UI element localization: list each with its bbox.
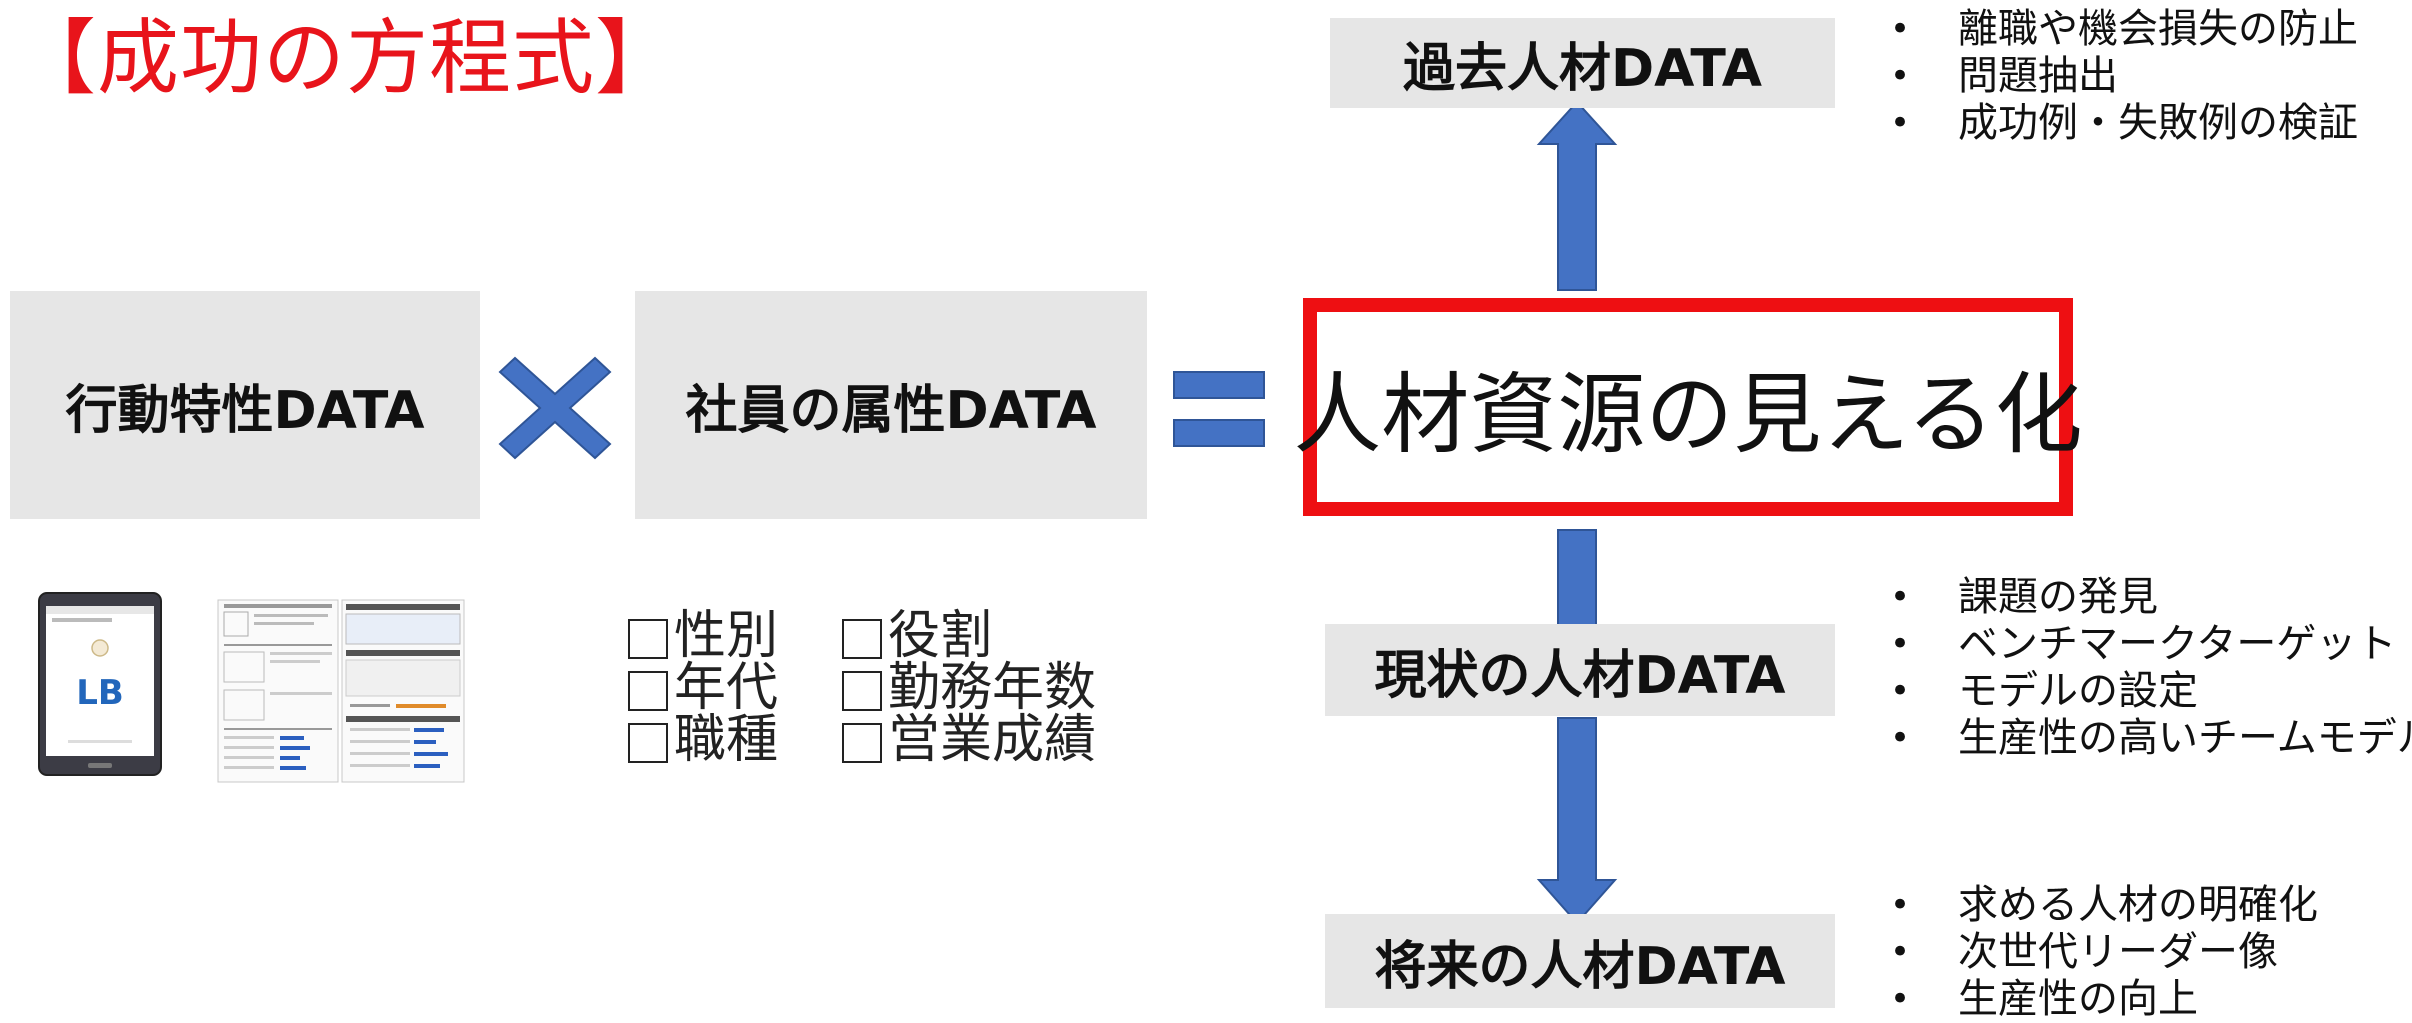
attribute-data-label: 社員の属性DATA bbox=[685, 380, 1097, 441]
future-data-label: 将来の人材DATA bbox=[1374, 936, 1786, 997]
checkbox-icon bbox=[628, 671, 668, 711]
list-item: 生産性の向上 bbox=[1890, 976, 2318, 1023]
result-label: 人材資源の見える化 bbox=[1293, 362, 2083, 466]
list-item: モデルの設定 bbox=[1890, 668, 2412, 715]
future-bullet-list: 求める人材の明確化 次世代リーダー像 生産性の向上 bbox=[1890, 882, 2318, 1023]
behavior-data-label: 行動特性DATA bbox=[65, 380, 425, 441]
checklist-item: 勤務年数 bbox=[842, 662, 1096, 714]
list-item: 求める人材の明確化 bbox=[1890, 882, 2318, 929]
page-title: 【成功の方程式】 bbox=[14, 11, 679, 106]
tablet-icon: LB bbox=[38, 592, 162, 776]
list-item: ベンチマークターゲット bbox=[1890, 621, 2412, 668]
present-bullet-list: 課題の発見 ベンチマークターゲット モデルの設定 生産性の高いチームモデル bbox=[1890, 574, 2412, 762]
list-item: 離職や機会損失の防止 bbox=[1890, 6, 2358, 53]
present-data-box: 現状の人材DATA bbox=[1325, 624, 1835, 716]
checkbox-icon bbox=[842, 723, 882, 763]
list-item: 生産性の高いチームモデル bbox=[1890, 715, 2412, 762]
present-data-label: 現状の人材DATA bbox=[1374, 645, 1786, 706]
checkbox-icon bbox=[628, 619, 668, 659]
attribute-checklist-col2: 役割 勤務年数 営業成績 bbox=[842, 610, 1096, 766]
future-data-box: 将来の人材DATA bbox=[1325, 914, 1835, 1008]
checklist-item: 性別 bbox=[628, 610, 778, 662]
report-thumbnail-icon bbox=[217, 599, 465, 783]
past-data-box: 過去人材DATA bbox=[1330, 18, 1835, 108]
up-arrow-icon bbox=[1536, 100, 1618, 291]
list-item: 課題の発見 bbox=[1890, 574, 2412, 621]
behavior-data-box: 行動特性DATA bbox=[10, 291, 480, 519]
list-item: 次世代リーダー像 bbox=[1890, 929, 2318, 976]
svg-text:LB: LB bbox=[76, 673, 124, 713]
result-box: 人材資源の見える化 bbox=[1293, 298, 2083, 516]
past-data-label: 過去人材DATA bbox=[1402, 38, 1763, 99]
checklist-item: 年代 bbox=[628, 662, 778, 714]
attribute-checklist-col1: 性別 年代 職種 bbox=[628, 610, 778, 766]
checkbox-icon bbox=[842, 619, 882, 659]
checklist-item: 営業成績 bbox=[842, 714, 1096, 766]
list-item: 成功例・失敗例の検証 bbox=[1890, 100, 2358, 147]
checklist-item: 役割 bbox=[842, 610, 1096, 662]
list-item: 問題抽出 bbox=[1890, 53, 2358, 100]
multiply-icon bbox=[498, 356, 612, 460]
past-bullet-list: 離職や機会損失の防止 問題抽出 成功例・失敗例の検証 bbox=[1890, 6, 2358, 147]
checkbox-icon bbox=[842, 671, 882, 711]
equals-icon bbox=[1173, 371, 1265, 447]
checkbox-icon bbox=[628, 723, 668, 763]
attribute-data-box: 社員の属性DATA bbox=[635, 291, 1147, 519]
down-arrow-icon bbox=[1536, 529, 1618, 925]
checklist-item: 職種 bbox=[628, 714, 778, 766]
